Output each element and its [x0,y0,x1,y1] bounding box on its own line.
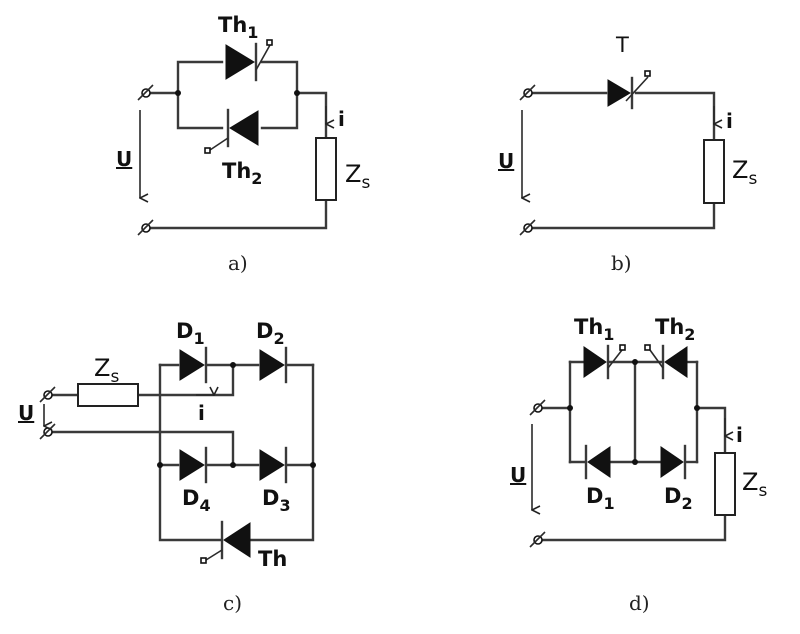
load-resistor-c [77,383,139,407]
label-load-b: Zs [732,156,757,189]
diode-d2-d [660,444,687,480]
terminal-top-d [529,399,546,416]
caption-d: d) [629,591,650,615]
label-voltage-a: U [116,147,132,171]
panel-c: D1 D2 D4 D3 Th i U Zs c) [18,319,316,615]
label-triac-b: T [615,33,629,57]
diode-d1-d [584,444,611,480]
label-current-a: i [338,107,345,131]
thyristor-th2 [204,108,259,154]
thyristor-th1-d [583,344,626,380]
panel-a: Th1 Th2 i U Zs a) [116,13,370,275]
load-resistor-b [703,139,725,204]
caption-c: c) [223,591,242,615]
terminal-top-b [519,84,536,101]
load-resistor-d [714,452,736,516]
label-th2-d: Th2 [655,315,695,344]
label-load-a: Zs [345,160,370,193]
diode-d4-c [179,446,208,484]
label-th2-a: Th2 [222,159,262,188]
label-d1-d: D1 [586,484,615,513]
label-current-c: i [198,401,205,425]
diode-d1-c [179,346,208,384]
triac-t [607,70,651,110]
label-voltage-b: U [498,149,514,173]
load-resistor-a [315,137,337,201]
label-d2-d: D2 [664,484,693,513]
caption-b: b) [611,251,632,275]
terminal-top-c [39,386,56,403]
panel-d: Th1 Th2 D1 D2 i U Zs d) [510,315,767,615]
terminal-bottom-a [137,219,154,236]
diode-d3-c [259,446,288,484]
label-load-c: Zs [94,354,119,387]
terminal-bottom-b [519,219,536,236]
thyristor-th2-d [644,344,688,380]
diode-d2-c [259,346,288,384]
label-th1-a: Th1 [218,13,258,42]
label-current-b: i [726,109,733,133]
label-th-c: Th [258,547,287,571]
label-d1-c: D1 [176,319,205,348]
label-th1-d: Th1 [574,315,614,344]
label-load-d: Zs [742,468,767,501]
terminal-top-a [137,84,154,101]
panel-b: T i U Zs b) [498,33,757,275]
label-voltage-d: U [510,463,526,487]
thyristor-th1 [225,39,273,82]
terminal-bottom-d [529,531,546,548]
caption-a: a) [228,251,248,275]
label-current-d: i [736,423,743,447]
label-d2-c: D2 [256,319,285,348]
thyristor-th-c [200,520,251,564]
label-d4-c: D4 [182,486,211,515]
label-voltage-c: U [18,401,34,425]
terminal-bottom-c [39,423,56,440]
label-d3-c: D3 [262,486,291,515]
